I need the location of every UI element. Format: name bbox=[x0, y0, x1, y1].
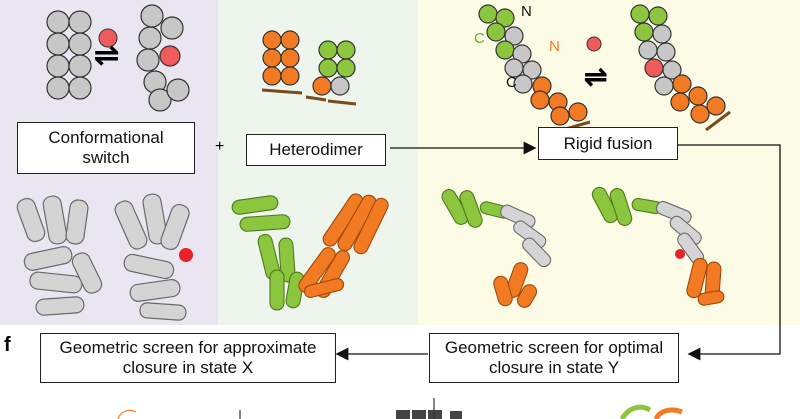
label-c-terminus-green: C bbox=[474, 30, 485, 47]
flow-arrows bbox=[335, 141, 781, 361]
interface-bars bbox=[261, 88, 357, 106]
fusion-ligand-dot bbox=[675, 249, 685, 259]
fusion-structure-a bbox=[441, 189, 552, 308]
fusion-structure-b bbox=[591, 186, 725, 306]
bottom-structure-partials bbox=[117, 398, 683, 419]
panel-letter: f bbox=[4, 334, 11, 356]
heterodimer-structure-orange bbox=[298, 193, 389, 299]
label-n-terminus: N bbox=[521, 3, 532, 20]
heterodimer-orange-cartoon bbox=[262, 30, 300, 86]
label-n-terminus-orange: N bbox=[549, 38, 560, 55]
heterodimer-structure-green bbox=[231, 195, 305, 311]
fusion-chain-a-cartoon bbox=[478, 4, 588, 126]
label-c-terminus: C bbox=[506, 74, 517, 91]
equilibrium-icon: ⇌ bbox=[94, 39, 120, 72]
switch-structure-a bbox=[16, 195, 103, 316]
switch-structure-b bbox=[114, 193, 190, 321]
heterodimer-box: Heterodimer bbox=[246, 134, 386, 166]
fusion-ligand-icon bbox=[586, 36, 602, 52]
rigid-fusion-panel bbox=[418, 0, 800, 325]
heterodimer-green-cartoon bbox=[312, 40, 356, 96]
conformational-switch-box: Conformational switch bbox=[17, 122, 195, 174]
fusion-interface-bar-b bbox=[705, 110, 731, 132]
ligand-icon bbox=[98, 28, 118, 48]
rigid-fusion-box: Rigid fusion bbox=[538, 127, 678, 160]
switch-state-b-cartoon bbox=[136, 4, 190, 112]
fusion-chain-b-cartoon bbox=[630, 4, 726, 124]
screen-state-x-box: Geometric screen for approximate closure… bbox=[40, 333, 336, 383]
plus-sign: + bbox=[215, 138, 225, 155]
equilibrium-icon-fusion: ⇌ bbox=[584, 61, 608, 92]
ligand-dot bbox=[179, 248, 193, 262]
switch-state-a-cartoon bbox=[46, 10, 92, 100]
screen-state-y-box: Geometric screen for optimal closure in … bbox=[429, 333, 679, 383]
